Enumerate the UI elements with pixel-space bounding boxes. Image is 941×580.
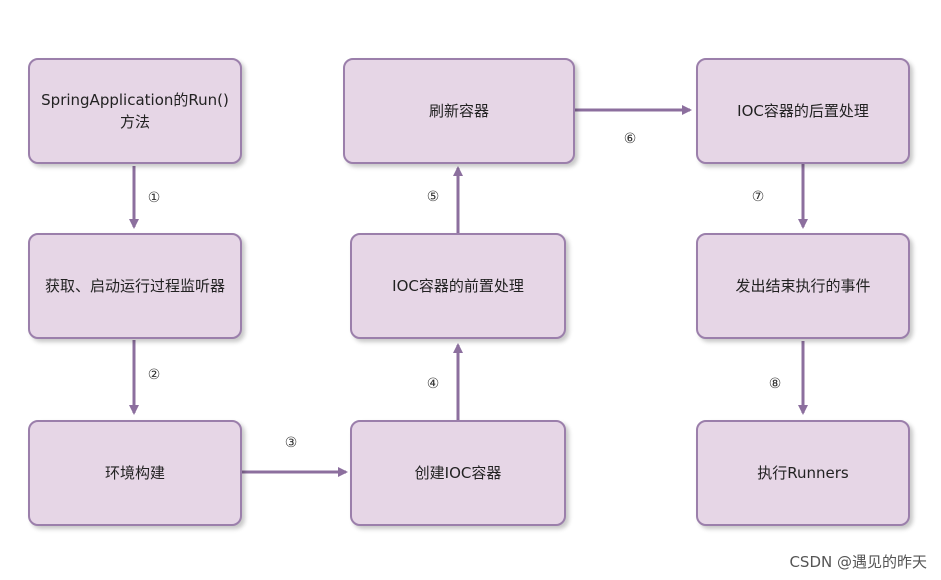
step-label-5: ⑤: [426, 189, 440, 205]
step-label-2: ②: [147, 367, 161, 383]
step-label-8: ⑧: [768, 376, 782, 392]
node-ioc-pre-processing: IOC容器的前置处理: [350, 233, 566, 339]
step-label-4: ④: [426, 376, 440, 392]
node-refresh-container: 刷新容器: [343, 58, 575, 164]
node-run-method: SpringApplication的Run()方法: [28, 58, 242, 164]
node-ioc-post-processing: IOC容器的后置处理: [696, 58, 910, 164]
step-label-1: ①: [147, 190, 161, 206]
node-create-ioc: 创建IOC容器: [350, 420, 566, 526]
step-label-6: ⑥: [623, 131, 637, 147]
node-finish-event: 发出结束执行的事件: [696, 233, 910, 339]
node-environment: 环境构建: [28, 420, 242, 526]
node-runners: 执行Runners: [696, 420, 910, 526]
watermark-text: CSDN @遇见的昨天: [789, 553, 927, 571]
node-listeners: 获取、启动运行过程监听器: [28, 233, 242, 339]
step-label-3: ③: [284, 435, 298, 451]
step-label-7: ⑦: [751, 189, 765, 205]
